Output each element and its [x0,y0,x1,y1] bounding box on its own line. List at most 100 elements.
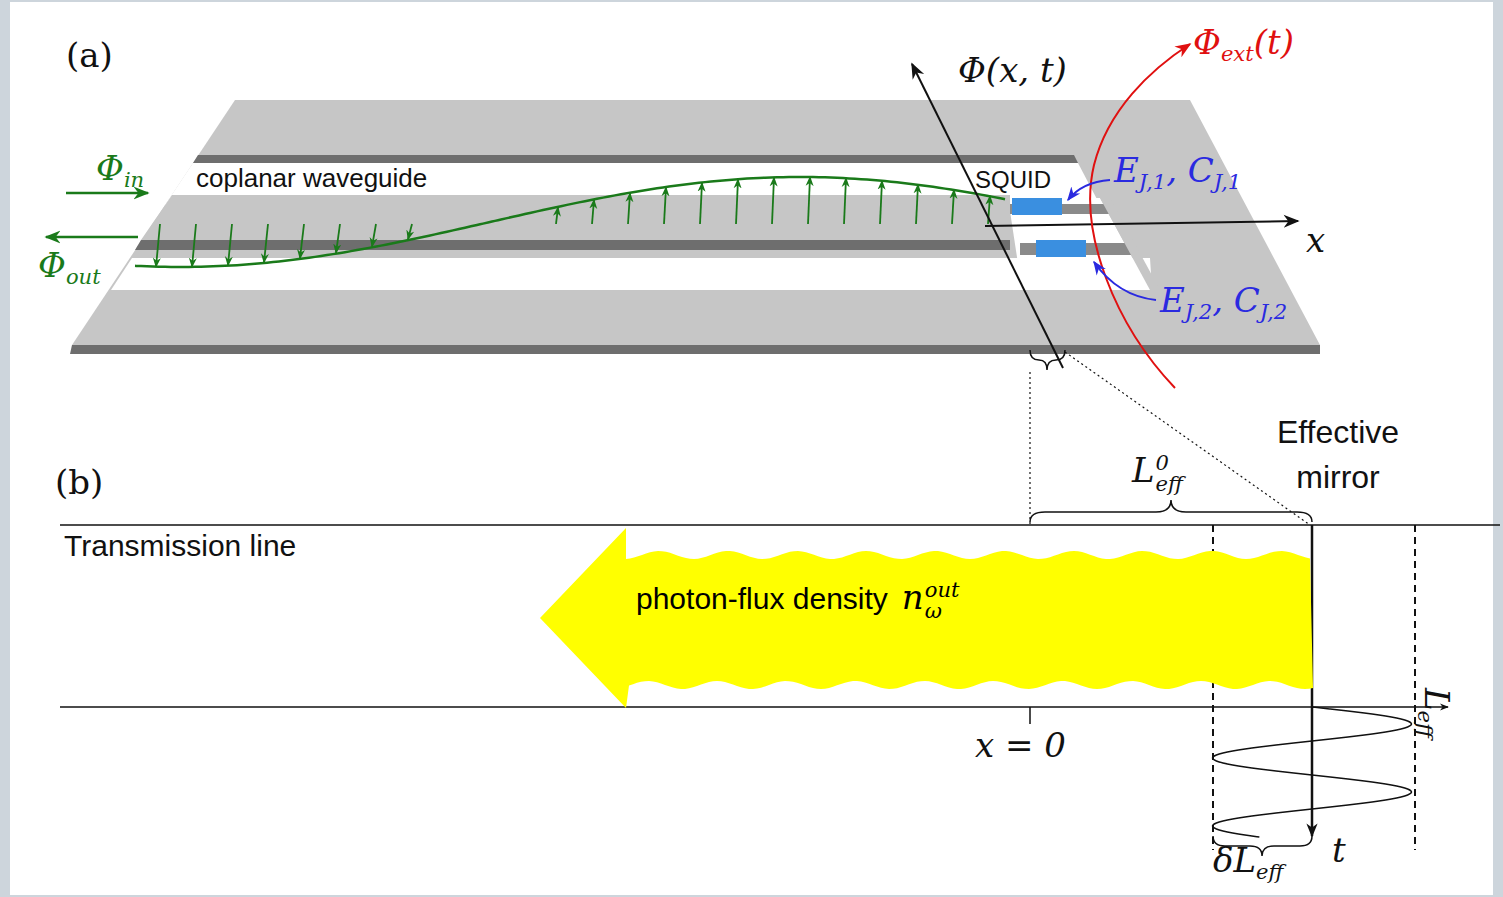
axis-label: t [1332,830,1346,871]
line-edge [60,524,1500,526]
drawing-stroke [1213,707,1412,837]
drawing-stroke [336,224,340,253]
axis-label: x [1306,220,1325,261]
drawing-stroke [192,224,196,267]
index-text: eff [1256,859,1283,884]
mirror-oscillation [1213,707,1412,837]
drawing-stroke [72,100,1320,345]
index-text: J,1 [1139,169,1166,194]
drawing-stroke [736,179,738,224]
label-text: δL [1213,840,1256,880]
label-text: Φ(x, t) [958,50,1067,90]
index-text: eff [1413,711,1438,738]
label-text: L [1417,688,1457,711]
drawing-stroke [228,224,232,265]
label-text: photon-flux density [636,582,888,616]
part-label: Transmission line [64,528,296,564]
coplanar-waveguide [70,100,1320,354]
junction-label: EJ,1, CJ,1 [1114,150,1241,195]
index-text: out [66,264,101,289]
tick [1029,707,1031,724]
label-text: Transmission line [64,529,296,562]
label-text: (b) [55,462,103,502]
junction-label: EJ,2, CJ,2 [1160,280,1287,325]
label-text: coplanar waveguide [196,163,427,193]
label-text: Φ [1193,22,1221,62]
drawing-stroke [916,185,918,224]
label-text: x [1306,220,1325,260]
length-axis [60,706,1448,708]
input-arrow [66,192,148,195]
mirror-line [1311,525,1314,836]
drawing-stroke [700,183,702,224]
index-text: in [124,167,144,192]
label-text: (a) [66,35,113,75]
dashed-mirror-limit [1414,525,1416,850]
script-text: 0 [1156,452,1183,473]
external-flux-arrow [1090,44,1190,388]
label-text: t [1332,830,1346,870]
index-text: J,2 [1185,299,1212,324]
zoom-line [1029,372,1030,525]
drawing-stroke [264,224,268,263]
script-text: out [925,579,960,600]
panel-label: (b) [55,462,103,503]
label-text: Φ [96,148,124,188]
photon-flux-arrow: photon-flux density noutω [538,525,1313,711]
label-text: (t) [1254,22,1294,62]
zoom-line [1065,352,1310,525]
axis-label: Φ(x, t) [958,50,1067,91]
signal-label: Φin [96,148,144,193]
drawing-stroke [372,224,376,247]
drawing-stroke [628,193,630,224]
drawing-stroke [592,200,594,224]
label-text: Φ [38,245,66,285]
signal-label: Φout [38,245,101,290]
label-text: E [1160,280,1185,320]
drawing-stroke [193,155,1078,163]
flux-label: Φext(t) [1193,22,1294,67]
script-text: ω [925,600,960,621]
drawing-stroke [664,187,666,224]
brace [1030,350,1065,370]
arrow-fill [540,528,1313,708]
leader-line [1094,262,1156,300]
josephson-junction [1012,198,1062,215]
position-label: x = 0 [975,725,1066,766]
index-text: J,2 [1260,299,1287,324]
josephson-junction [1036,240,1086,257]
amplitude-label: δLeff [1213,840,1283,885]
flux-label: photon-flux density noutω [636,577,959,621]
drawing-stroke [70,345,1320,354]
drawing-stroke [408,224,412,239]
drawing-stroke [808,177,810,224]
script-text: eff [1156,473,1183,494]
length-label: L0eff [1132,450,1183,494]
label-text: , C [1212,280,1260,320]
leader-line [1068,180,1110,200]
drawing-stroke [556,207,558,224]
label-text: n [902,577,924,617]
label-text: Effective mirror [1277,414,1399,495]
drawing-stroke [156,224,160,267]
page-ground [10,2,1493,895]
output-arrow [46,236,138,239]
x-axis [985,221,1298,226]
mirror-label: Effective mirror [1238,410,1438,500]
drawing-stroke [952,190,954,224]
drawing-stroke [300,224,304,258]
label-text: L [1132,450,1155,490]
label-text: SQUID [975,166,1051,193]
math-label: noutω [902,577,960,621]
part-label: coplanar waveguide [196,163,427,194]
brace [1030,500,1312,522]
label-text: x = 0 [975,725,1066,765]
axis-label: Leff [1412,688,1457,738]
label-text: E [1114,150,1139,190]
flux-axis [912,64,1063,368]
script-stack: outω [925,579,960,621]
drawing-stroke [1100,198,1160,290]
drawing-stroke [844,178,846,224]
part-label: SQUID [975,166,1051,195]
label-text: , C [1166,150,1214,190]
